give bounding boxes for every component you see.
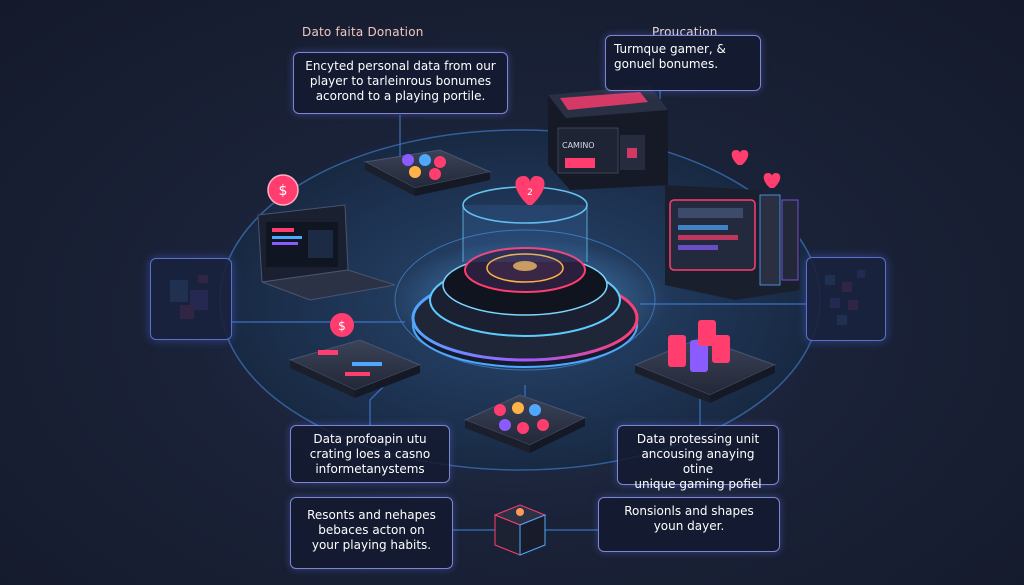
casino-server-box bbox=[548, 85, 668, 190]
text-line: bebaces acton on bbox=[318, 523, 425, 537]
laptop-device bbox=[257, 204, 396, 301]
chip-stack-tile bbox=[633, 320, 777, 403]
text-box-bottom-left: Resonts and nehapes bebaces acton on you… bbox=[290, 497, 453, 569]
text-line: player to tarleinrous bonumes bbox=[309, 74, 492, 88]
text-line: gonuel bonumes. bbox=[614, 57, 719, 71]
text-line: Data profoapin utu bbox=[313, 432, 427, 446]
heart-balloon-icon bbox=[731, 150, 781, 188]
text-line: ancousing anaying otine bbox=[641, 447, 755, 476]
text-box-top-right: Turmque gamer, & gonuel bonumes. bbox=[605, 35, 761, 91]
neon-cube bbox=[493, 504, 547, 556]
text-line: Resonts and nehapes bbox=[307, 508, 436, 522]
chip-dollar-text: $ bbox=[338, 319, 346, 333]
text-line: Ronsionls and shapes bbox=[624, 504, 754, 518]
text-line: acorond to a playing portile. bbox=[315, 89, 486, 103]
casino-box-label: CAMINO bbox=[562, 141, 595, 150]
text-box-mid-right: Data protessing unit ancousing anaying o… bbox=[617, 425, 779, 491]
text-line: Encyted personal data from our bbox=[305, 59, 496, 73]
side-card-left bbox=[150, 258, 232, 340]
text-line: Data protessing unit bbox=[636, 432, 760, 446]
side-card-right bbox=[806, 257, 886, 341]
text-box-bottom-right: Ronsionls and shapes youn dayer. bbox=[598, 497, 780, 552]
laptop-dollar-text: $ bbox=[279, 183, 288, 199]
chip-tile-bottom bbox=[463, 394, 587, 453]
title-data-donation: Dato faita Donation bbox=[302, 25, 424, 39]
text-line: informetanystems bbox=[315, 462, 425, 476]
text-line: Turmque gamer, & bbox=[614, 42, 726, 56]
text-line: youn dayer. bbox=[653, 519, 725, 533]
server-stack bbox=[665, 185, 800, 300]
chip-tile-left bbox=[288, 313, 422, 398]
chip-tile-top bbox=[363, 149, 492, 196]
center-heart-icon bbox=[515, 176, 545, 205]
center-heart-number: 2 bbox=[527, 188, 533, 198]
roulette-device bbox=[411, 186, 639, 368]
text-line: crating loes a casno bbox=[309, 447, 431, 461]
laptop-dollar-badge bbox=[267, 174, 299, 206]
text-line: your playing habits. bbox=[311, 538, 432, 552]
text-line: unique gaming pofiel bbox=[634, 477, 762, 491]
text-box-top-left: Encyted personal data from our player to… bbox=[293, 52, 508, 114]
text-box-mid-left: Data profoapin utu crating loes a casno … bbox=[290, 425, 450, 483]
